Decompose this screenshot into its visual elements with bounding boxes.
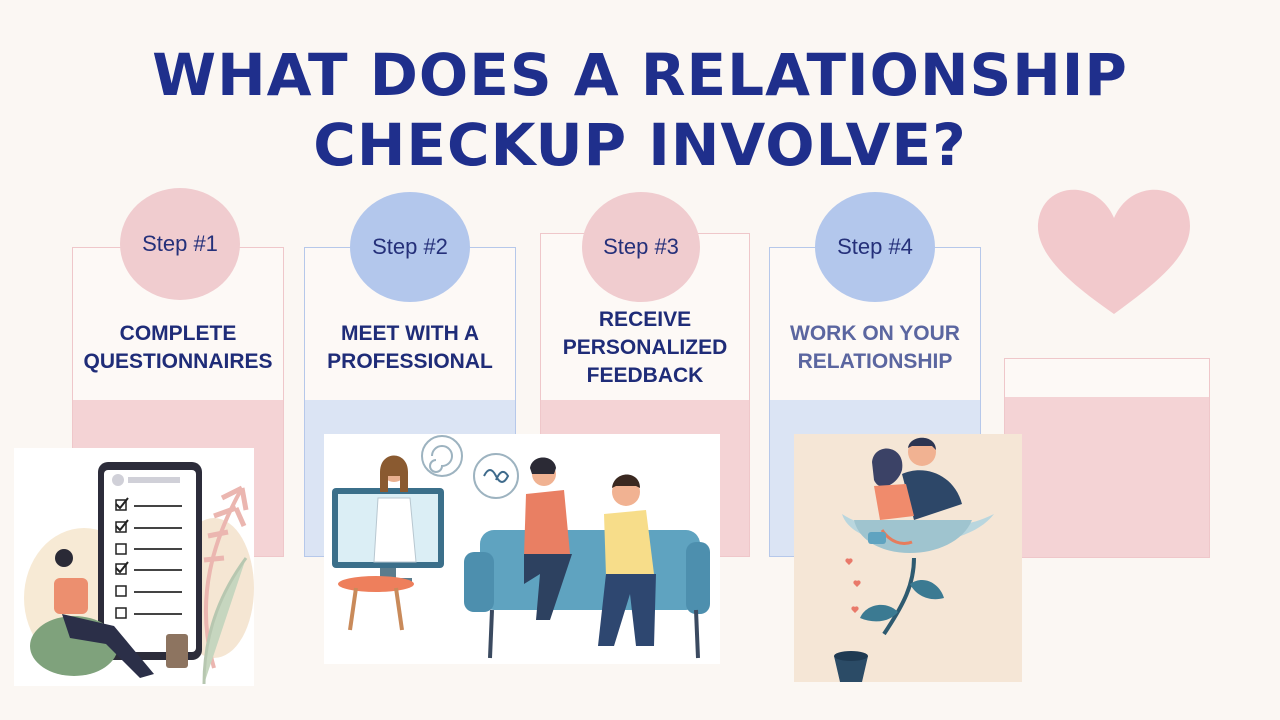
couple-flower-illustration <box>794 434 1022 682</box>
step-4-description: WORK ON YOUR RELATIONSHIP <box>790 322 960 373</box>
page-title-line-2: CHECKUP INVOLVE? <box>313 111 967 179</box>
page-title-line-1: WHAT DOES A RELATIONSHIP <box>152 41 1128 109</box>
step-1-badge: Step #1 <box>120 188 240 300</box>
step-2-badge: Step #2 <box>350 192 470 302</box>
step-4-badge: Step #4 <box>815 192 935 302</box>
step-1-description: COMPLETE QUESTIONNAIRES <box>83 322 273 373</box>
step-2-description: MEET WITH A PROFESSIONAL <box>327 322 493 373</box>
step-3-description: RECEIVE PERSONALIZED FEEDBACK <box>562 308 728 387</box>
empty-card-band <box>1005 397 1209 557</box>
heart-icon <box>1037 189 1190 314</box>
video-therapy-illustration <box>324 434 720 664</box>
empty-card <box>1004 358 1210 558</box>
step-3-badge: Step #3 <box>582 192 700 302</box>
checklist-illustration <box>14 448 254 686</box>
